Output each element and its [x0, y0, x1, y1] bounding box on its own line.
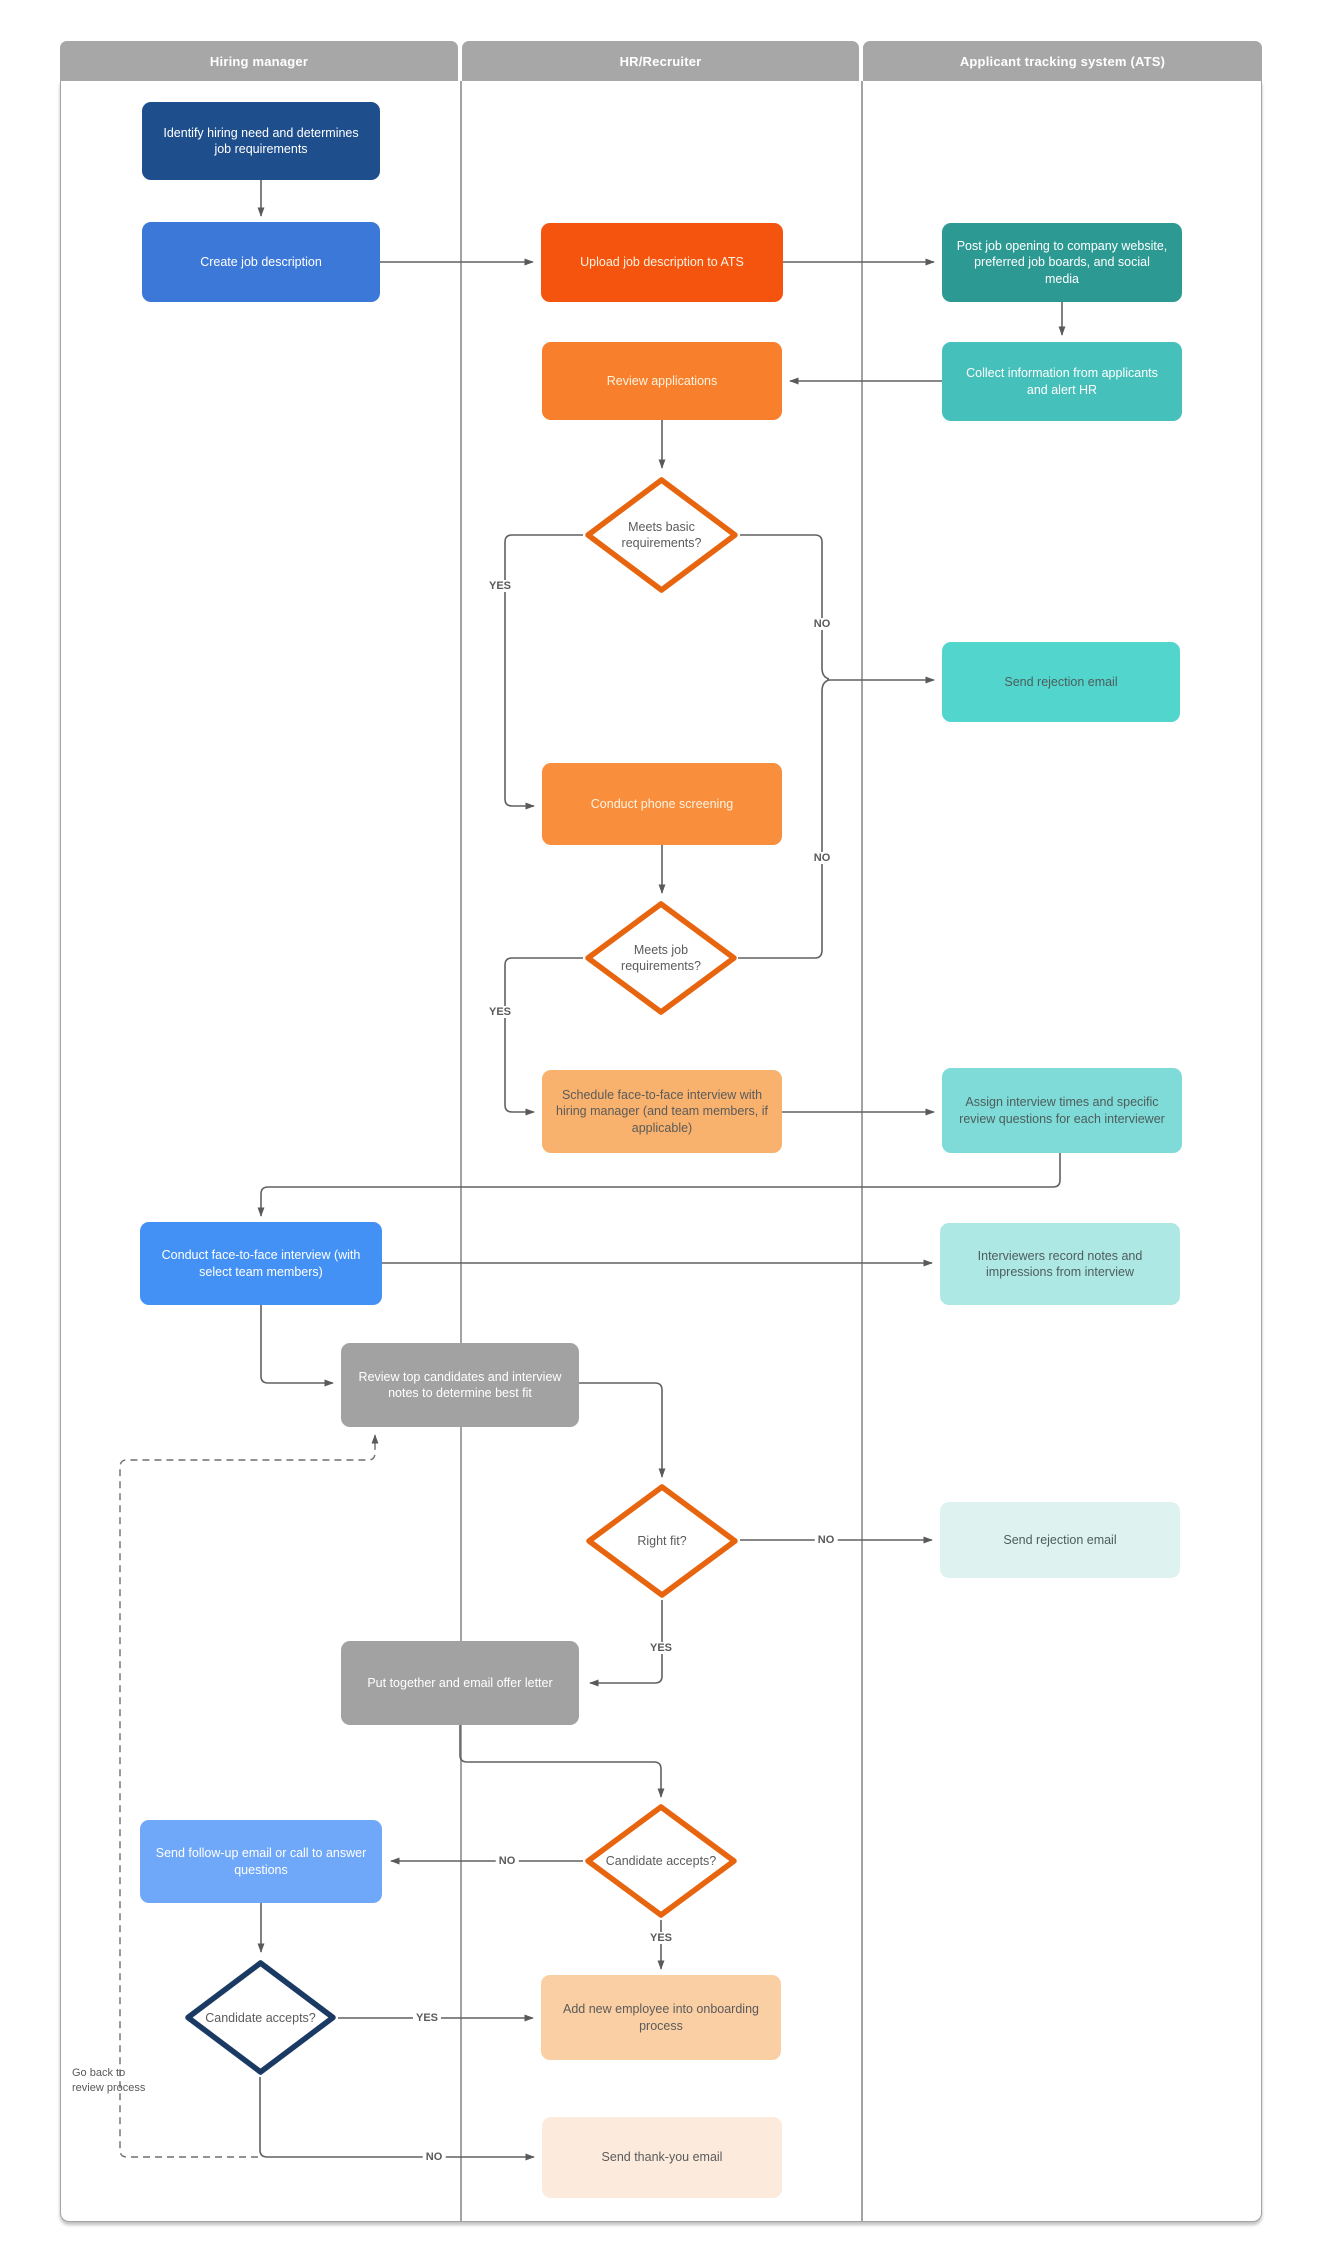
- node-label: Create job description: [200, 254, 322, 269]
- node-send-rejection-email-2[interactable]: Send rejection email: [940, 1502, 1180, 1578]
- lane-header-hiring-manager: Hiring manager: [60, 41, 458, 81]
- node-label: Send rejection email: [1004, 674, 1118, 689]
- decision-label: Candidate accepts?: [605, 1853, 717, 1868]
- lane-divider-2: [861, 81, 863, 2221]
- decision-label: Meets basic requirements?: [621, 519, 702, 550]
- edge-label-yes-meets-basic: YES: [485, 580, 515, 592]
- decision-candidate-accepts-hr[interactable]: Candidate accepts?: [583, 1802, 739, 1920]
- node-label: Post job opening to company website, pre…: [956, 238, 1168, 286]
- node-label: Review top candidates and interview note…: [358, 1369, 562, 1401]
- node-add-new-employee-onboarding[interactable]: Add new employee into onboarding process: [541, 1975, 781, 2060]
- diamond-shape: [586, 1484, 738, 1598]
- decision-right-fit[interactable]: Right fit?: [584, 1482, 740, 1600]
- go-back-line-2: review process: [72, 2081, 146, 2094]
- node-upload-job-description[interactable]: Upload job description to ATS: [541, 223, 783, 302]
- node-label: Schedule face-to-face interview with hir…: [556, 1087, 768, 1135]
- node-label: Add new employee into onboarding process: [563, 2002, 759, 2033]
- node-send-thank-you-email[interactable]: Send thank-you email: [542, 2117, 782, 2198]
- node-label: Collect information from applicants and …: [966, 366, 1158, 397]
- edge-label-yes-right-fit: YES: [646, 1642, 676, 1654]
- node-create-job-description[interactable]: Create job description: [142, 222, 380, 302]
- go-back-annotation: Go back to review process: [72, 2066, 145, 2096]
- decision-meets-basic-requirements[interactable]: Meets basic requirements?: [583, 475, 740, 595]
- node-send-rejection-email-1[interactable]: Send rejection email: [942, 642, 1180, 722]
- node-schedule-interview[interactable]: Schedule face-to-face interview with hir…: [542, 1070, 782, 1153]
- node-review-top-candidates[interactable]: Review top candidates and interview note…: [341, 1343, 579, 1427]
- lane-header-hr-recruiter: HR/Recruiter: [462, 41, 859, 81]
- decision-meets-job-requirements[interactable]: Meets job requirements?: [583, 899, 739, 1017]
- node-label: Conduct phone screening: [590, 796, 734, 811]
- diamond-shape: [585, 1804, 737, 1918]
- node-label: Send thank-you email: [601, 2150, 723, 2165]
- node-collect-information[interactable]: Collect information from applicants and …: [942, 342, 1182, 421]
- node-interviewers-record-notes[interactable]: Interviewers record notes and impression…: [940, 1223, 1180, 1305]
- node-review-applications[interactable]: Review applications: [542, 342, 782, 420]
- node-label: Conduct face-to-face interview (with sel…: [161, 1248, 361, 1279]
- node-assign-interview-times[interactable]: Assign interview times and specific revi…: [942, 1068, 1182, 1153]
- edge-label-no-accepts-hr: NO: [495, 1855, 519, 1867]
- node-conduct-phone-screening[interactable]: Conduct phone screening: [542, 763, 782, 845]
- node-conduct-face-to-face-interview[interactable]: Conduct face-to-face interview (with sel…: [140, 1222, 382, 1305]
- diamond-shape: [585, 477, 738, 593]
- lane-header-ats: Applicant tracking system (ATS): [863, 41, 1262, 81]
- edge-label-no-accepts-hm: NO: [422, 2151, 446, 2163]
- edge-label-no-right-fit: NO: [814, 1534, 838, 1546]
- node-label: Identify hiring need and determines job …: [163, 125, 359, 157]
- node-label: Send follow-up email or call to answer q…: [155, 1846, 367, 1877]
- edge-label-yes-meets-job: YES: [485, 1006, 515, 1018]
- node-identify-hiring-need[interactable]: Identify hiring need and determines job …: [142, 102, 380, 180]
- decision-candidate-accepts-hiring-manager[interactable]: Candidate accepts?: [183, 1958, 338, 2077]
- node-send-follow-up-email[interactable]: Send follow-up email or call to answer q…: [140, 1820, 382, 1903]
- decision-label: Right fit?: [637, 1533, 687, 1548]
- edge-label-no-meets-job: NO: [810, 852, 834, 864]
- node-label: Upload job description to ATS: [580, 255, 744, 270]
- node-label: Send rejection email: [1003, 1532, 1117, 1547]
- decision-label: Meets job requirements?: [621, 942, 701, 973]
- node-label: Interviewers record notes and impression…: [977, 1248, 1143, 1280]
- edge-label-yes-accepts-hr: YES: [646, 1932, 676, 1944]
- decision-label: Candidate accepts?: [205, 2010, 316, 2025]
- go-back-line-1: Go back to: [72, 2067, 126, 2079]
- diamond-shape: [585, 901, 737, 1015]
- node-put-together-offer-letter[interactable]: Put together and email offer letter: [341, 1641, 579, 1725]
- node-label: Assign interview times and specific revi…: [959, 1095, 1165, 1126]
- node-label: Put together and email offer letter: [367, 1675, 553, 1690]
- lane-divider-1: [460, 81, 462, 2221]
- edge-label-yes-accepts-hm: YES: [412, 2012, 442, 2024]
- node-post-job-opening[interactable]: Post job opening to company website, pre…: [942, 223, 1182, 302]
- edge-label-no-meets-basic: NO: [810, 618, 834, 630]
- node-label: Review applications: [606, 373, 718, 388]
